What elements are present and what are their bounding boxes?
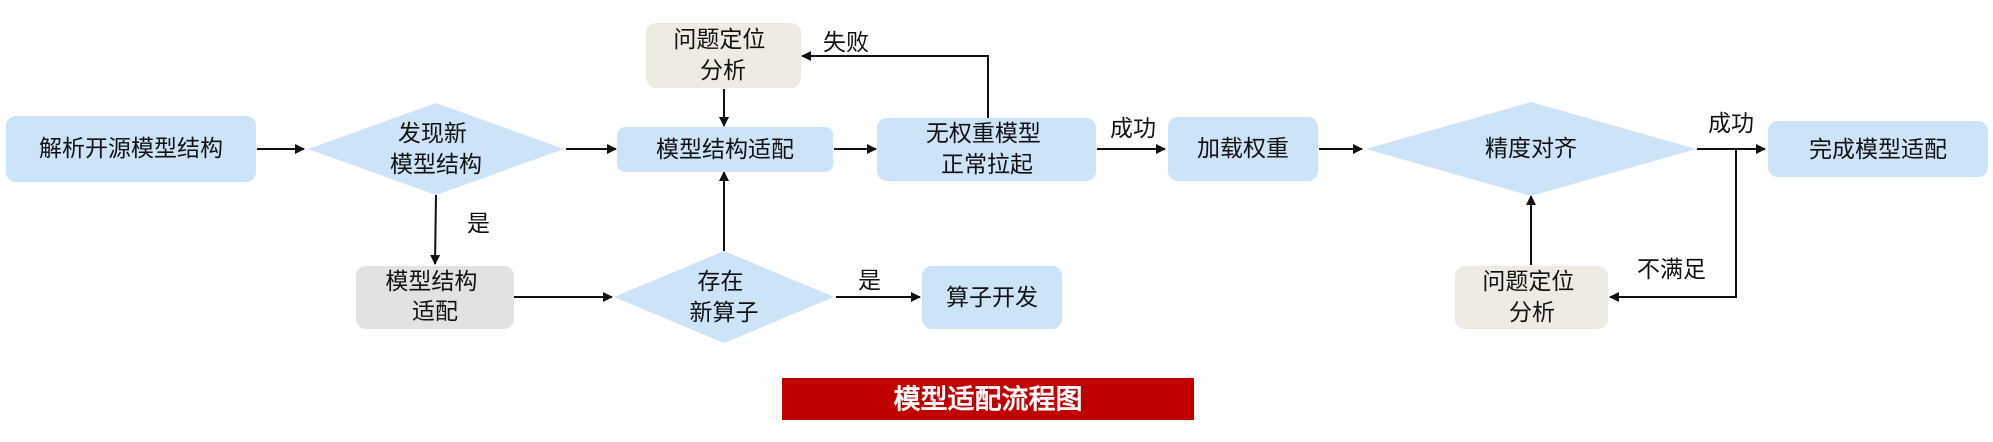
svg-text:问题定位 分析: 问题定位 分析 — [1482, 269, 1581, 326]
node-op-dev: 算子开发 — [922, 266, 1062, 329]
edge-precision-to-locate-bottom — [1609, 149, 1737, 302]
node-done-shape — [1768, 121, 1988, 177]
node-no-weight-line-1: 无权重模型 — [926, 121, 1041, 147]
node-done-line-1: 完成模型适配 — [1809, 137, 1947, 163]
node-load-weight-shape — [1168, 117, 1318, 181]
node-locate-bottom-line-1: 问题定位 — [1482, 269, 1574, 295]
node-new-op-line-2: 新算子 — [690, 300, 759, 326]
node-adapt-gray-line-2: 适配 — [412, 299, 458, 325]
svg-text:模型结构适配: 模型结构适配 — [656, 137, 794, 163]
node-locate-top-line-2: 分析 — [700, 58, 746, 84]
node-discover-shape — [308, 103, 564, 195]
edge-label-yes-discover: 是 — [467, 211, 490, 237]
node-locate-top-line-1: 问题定位 — [673, 27, 765, 53]
edge-label-success-load: 成功 — [1110, 116, 1156, 142]
edge-label-not-satisfied: 不满足 — [1637, 257, 1706, 283]
node-no-weight-shape — [877, 118, 1096, 181]
svg-text:精度对齐: 精度对齐 — [1485, 136, 1577, 162]
svg-text:存在 新算子: 存在 新算子 — [690, 269, 759, 326]
node-locate-bottom-shape — [1455, 266, 1608, 329]
svg-text:解析开源模型结构: 解析开源模型结构 — [39, 136, 223, 162]
node-locate-bottom: 问题定位 分析 — [1455, 266, 1608, 329]
node-parse-line-1: 解析开源模型结构 — [39, 136, 223, 162]
node-discover-line-2: 模型结构 — [390, 152, 482, 178]
node-parse: 解析开源模型结构 — [6, 116, 256, 182]
node-adapt-gray-shape — [356, 266, 514, 329]
svg-text:完成模型适配: 完成模型适配 — [1809, 137, 1947, 163]
edge-label-yes-new-op: 是 — [858, 268, 881, 294]
svg-text:加载权重: 加载权重 — [1197, 136, 1289, 162]
edges — [257, 51, 1766, 302]
node-adapt-gray: 模型结构 适配 — [356, 266, 514, 329]
svg-text:发现新 模型结构: 发现新 模型结构 — [390, 121, 482, 178]
node-op-dev-line-1: 算子开发 — [946, 285, 1038, 311]
node-new-op: 存在 新算子 — [614, 251, 834, 343]
node-new-op-line-1: 存在 — [697, 269, 743, 295]
svg-text:无权重模型 正常拉起: 无权重模型 正常拉起 — [926, 121, 1048, 178]
node-adapt-main: 模型结构适配 — [617, 127, 833, 172]
diagram-title: 模型适配流程图 — [782, 378, 1194, 420]
node-discover: 发现新 模型结构 — [308, 103, 564, 195]
svg-text:模型结构 适配: 模型结构 适配 — [385, 269, 484, 325]
title-text: 模型适配流程图 — [894, 385, 1083, 416]
edge-label-success-done: 成功 — [1708, 111, 1754, 137]
node-precision-shape — [1366, 102, 1696, 196]
node-locate-top-shape — [646, 23, 801, 88]
title-banner — [782, 378, 1194, 420]
node-precision: 精度对齐 — [1366, 102, 1696, 196]
node-adapt-main-line-1: 模型结构适配 — [656, 137, 794, 163]
edge-discover-to-adapt-gray — [430, 194, 441, 265]
node-discover-line-1: 发现新 — [398, 121, 467, 147]
node-op-dev-shape — [922, 266, 1062, 329]
node-precision-line-1: 精度对齐 — [1485, 136, 1577, 162]
node-adapt-main-shape — [617, 127, 833, 172]
node-new-op-shape — [614, 251, 834, 343]
node-no-weight-line-2: 正常拉起 — [941, 152, 1033, 178]
node-done: 完成模型适配 — [1768, 121, 1988, 177]
node-locate-top: 问题定位 分析 — [646, 23, 801, 88]
node-load-weight: 加载权重 — [1168, 117, 1318, 181]
node-load-weight-line-1: 加载权重 — [1197, 136, 1289, 162]
edge-no-weight-to-locate-top — [801, 51, 989, 118]
edge-label-fail: 失败 — [823, 30, 869, 56]
node-parse-shape — [6, 116, 256, 182]
node-no-weight: 无权重模型 正常拉起 — [877, 118, 1096, 181]
node-locate-bottom-line-2: 分析 — [1509, 300, 1555, 326]
node-adapt-gray-line-1: 模型结构 — [385, 269, 477, 295]
svg-text:问题定位 分析: 问题定位 分析 — [673, 27, 772, 84]
svg-text:算子开发: 算子开发 — [946, 285, 1038, 311]
